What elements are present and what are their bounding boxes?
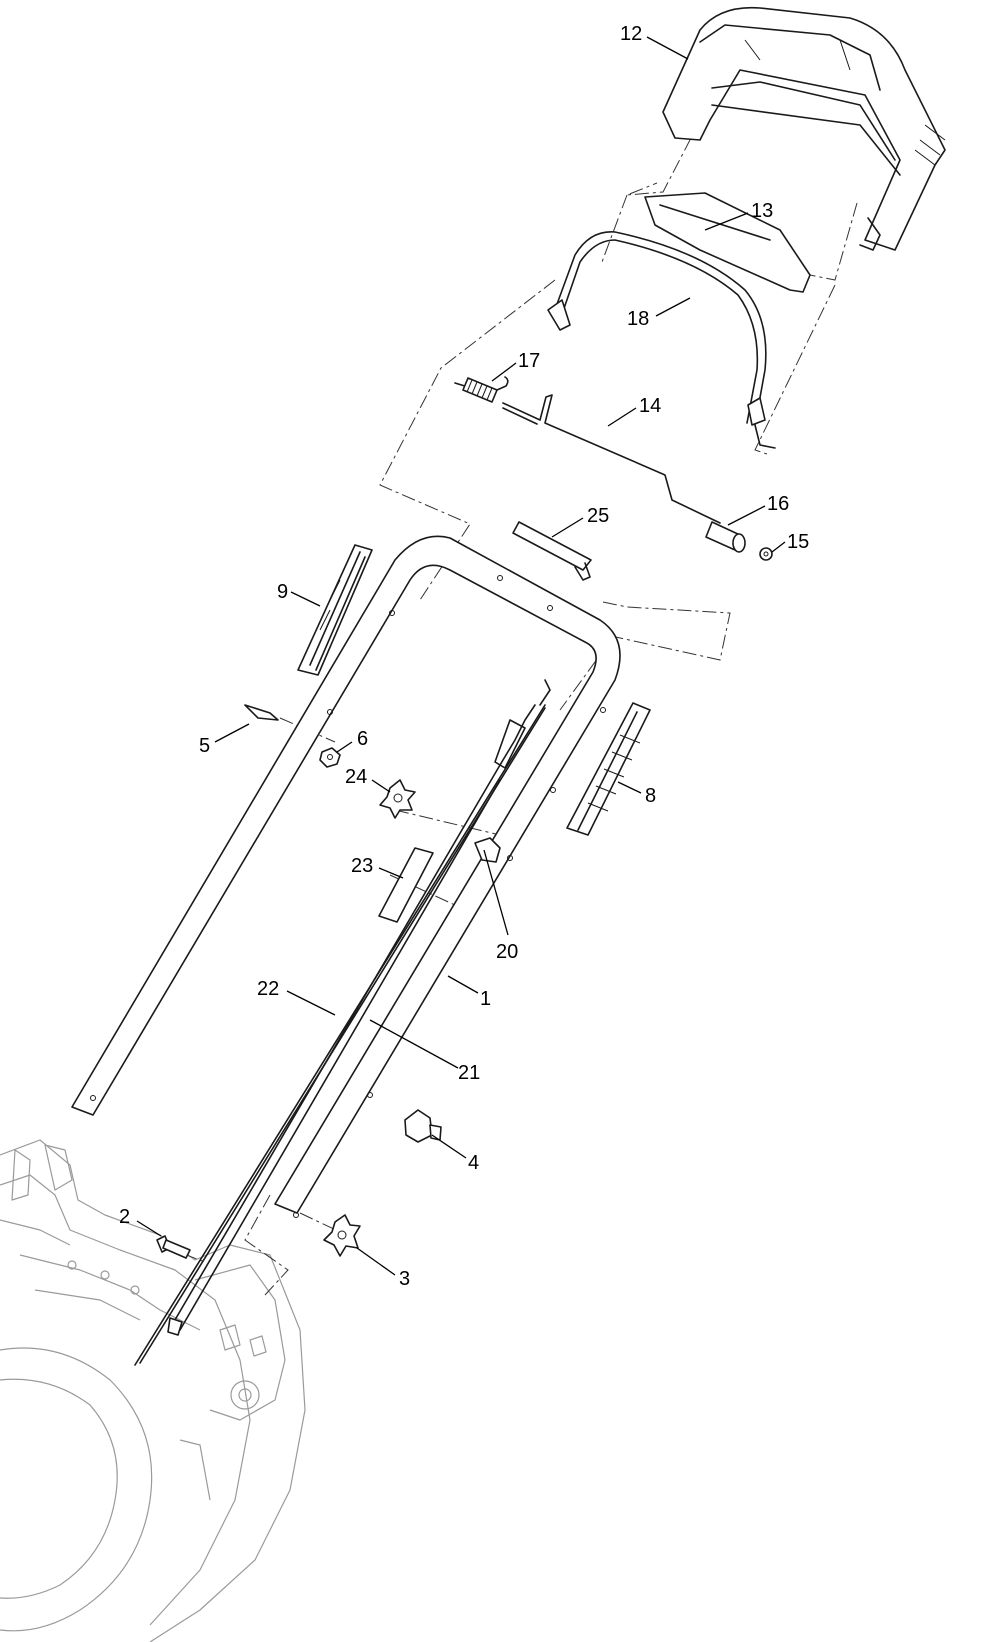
callout-2: 2 xyxy=(119,1206,130,1228)
callout-20: 20 xyxy=(496,941,518,963)
part-24-knob xyxy=(379,779,416,819)
callout-12: 12 xyxy=(620,23,642,45)
leader-lines xyxy=(136,36,786,1276)
part-1-lower-handle xyxy=(71,535,621,1218)
callout-8: 8 xyxy=(645,785,656,807)
part-23-pad xyxy=(378,847,434,923)
part-5-clip xyxy=(244,704,279,721)
callout-24: 24 xyxy=(345,766,367,788)
part-20-retainer xyxy=(474,837,501,863)
part-8-cable-guide xyxy=(566,702,651,836)
callout-5: 5 xyxy=(199,735,210,757)
callout-1: 1 xyxy=(480,988,491,1010)
part-6-nut xyxy=(319,747,341,768)
part-14-bail-rod xyxy=(502,394,721,524)
callout-15: 15 xyxy=(787,531,809,553)
part-13-grip-cover xyxy=(644,192,811,293)
assembly-lines xyxy=(159,137,858,1296)
part-4-bolt xyxy=(404,1109,442,1143)
part-3-knob xyxy=(323,1214,361,1257)
mower-deck xyxy=(0,1139,306,1642)
part-21-22-cables xyxy=(134,679,551,1366)
callout-21: 21 xyxy=(458,1062,480,1084)
part-25-sleeve xyxy=(512,521,592,581)
part-9-cable-guide xyxy=(297,544,373,676)
callout-6: 6 xyxy=(357,728,368,750)
callout-25: 25 xyxy=(587,505,609,527)
callout-16: 16 xyxy=(767,493,789,515)
callout-4: 4 xyxy=(468,1152,479,1174)
part-12-upper-handle xyxy=(662,6,946,251)
part-2-bolt xyxy=(156,1235,191,1259)
callout-3: 3 xyxy=(399,1268,410,1290)
callout-22: 22 xyxy=(257,978,279,1000)
part-16-pivot xyxy=(705,521,746,553)
callout-9: 9 xyxy=(277,581,288,603)
callout-labels: 12 13 18 17 14 16 15 25 9 5 6 24 8 23 20… xyxy=(119,23,809,1290)
part-15-washer xyxy=(759,547,773,561)
callout-14: 14 xyxy=(639,395,661,417)
callout-17: 17 xyxy=(518,350,540,372)
callout-13: 13 xyxy=(751,200,773,222)
callout-18: 18 xyxy=(627,308,649,330)
part-17-spring xyxy=(454,376,509,403)
callout-23: 23 xyxy=(351,855,373,877)
part-18-bail-bar xyxy=(547,231,776,449)
